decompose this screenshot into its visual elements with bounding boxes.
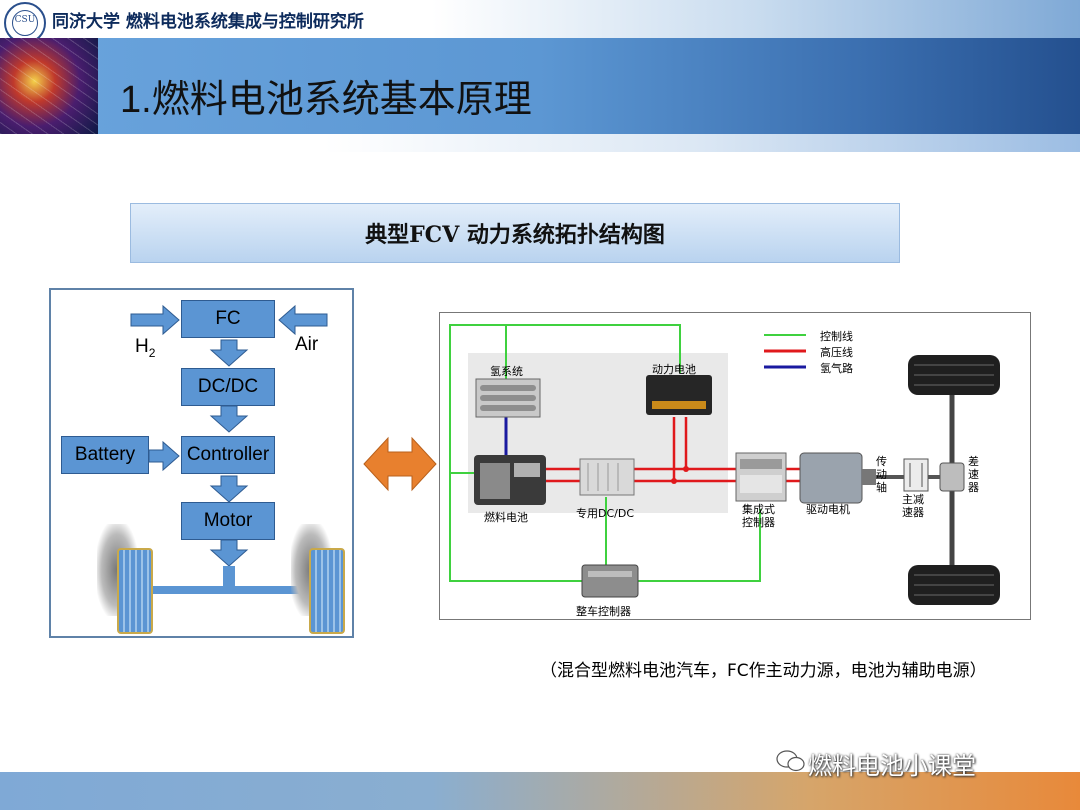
label-fuel-cell: 燃料电池 (484, 511, 528, 524)
motor-block: Motor (181, 502, 275, 540)
label-transmission-shaft: 传 动 轴 (876, 455, 887, 494)
fc-to-dcdc-arrow (209, 339, 249, 367)
watermark-text: 燃料电池小课堂 (808, 752, 976, 780)
motor-to-axle-arrow (209, 539, 249, 567)
top-wheel-image (908, 355, 1000, 395)
logo-text: CSU (14, 15, 36, 25)
block-arrows (130, 304, 328, 594)
hydrogen-tanks-image (475, 378, 541, 418)
fcv-block-diagram: FC DC/DC Controller Motor Battery H2 Air (49, 288, 354, 638)
drive-shaft (223, 566, 235, 588)
legend-control-label: 控制线 (820, 330, 853, 343)
label-hydrogen-system: 氢系统 (490, 365, 523, 378)
top-header-bar (0, 0, 1080, 38)
banner-image (0, 38, 98, 134)
fuel-cell-image (474, 455, 546, 505)
battery-block: Battery (61, 436, 149, 474)
label-main-reducer: 主减 速器 (902, 493, 924, 519)
bottom-bar (0, 772, 1080, 810)
label-integrated-controller: 集成式 控制器 (742, 503, 775, 529)
wechat-icon (776, 750, 805, 772)
wheel-right (309, 548, 345, 634)
dcdc-converter-image (579, 458, 635, 496)
controller-to-motor-arrow (209, 475, 249, 503)
fcv-topology-diagram: 控制线 高压线 氢气路 氢系统 动力电池 燃料电池 专用DC/DC 集成式 控制… (439, 312, 1031, 620)
label-dcdc: 专用DC/DC (576, 507, 635, 520)
air-label: Air (295, 334, 319, 355)
legend-hv-label: 高压线 (820, 346, 853, 359)
control-line-right (636, 509, 761, 582)
integrated-controller-image (735, 452, 787, 502)
title-banner (0, 38, 1080, 134)
label-drive-motor: 驱动电机 (806, 503, 850, 516)
control-line-left (449, 472, 584, 582)
h2-input-arrow (130, 304, 180, 336)
power-battery-image (646, 375, 712, 415)
label-differential: 差 速 器 (968, 455, 979, 494)
dcdc-block: DC/DC (181, 368, 275, 406)
dcdc-to-controller-arrow (209, 405, 249, 433)
air-input-arrow (278, 304, 328, 336)
control-line-top (449, 324, 681, 473)
battery-to-controller-arrow (148, 440, 180, 472)
main-reducer-image (903, 458, 929, 492)
double-arrow-icon (363, 436, 437, 492)
drive-motor-image (799, 452, 876, 504)
header-wave-divider (0, 134, 1080, 152)
figure-caption: （混合型燃料电池汽车，FC作主动力源，电池为辅助电源） (540, 661, 987, 681)
fc-block: FC (181, 300, 275, 338)
label-vehicle-controller: 整车控制器 (576, 605, 631, 618)
axle (151, 586, 311, 594)
organization-title: 同济大学 燃料电池系统集成与控制研究所 (52, 12, 364, 32)
vehicle-controller-image (581, 564, 639, 598)
label-power-battery: 动力电池 (652, 363, 696, 376)
page-title: 1.燃料电池系统基本原理 (120, 79, 532, 121)
legend-h2-label: 氢气路 (820, 362, 853, 375)
topology-graphics (449, 324, 1000, 605)
bottom-wheel-image (908, 565, 1000, 605)
h2-label: H2 (135, 336, 156, 360)
university-logo: CSU (4, 2, 46, 44)
subtitle-box: 典型FCV 动力系统拓扑结构图 (130, 203, 900, 263)
controller-block: Controller (181, 436, 275, 474)
subtitle: 典型FCV 动力系统拓扑结构图 (365, 222, 665, 248)
wheel-left (117, 548, 153, 634)
differential-image (939, 462, 965, 492)
